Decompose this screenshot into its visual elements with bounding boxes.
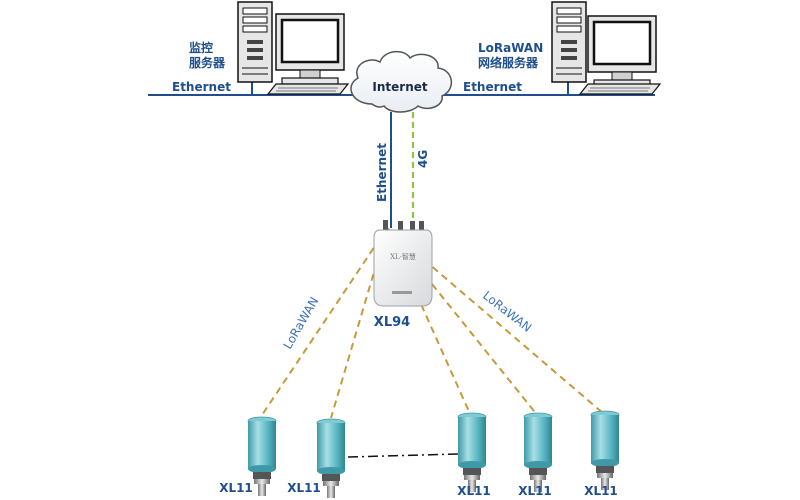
sensor-label: XL11 <box>457 484 491 498</box>
lorawan-server-label-line2: 网络服务器 <box>478 55 539 70</box>
monitoring-server-label-line1: 监控 <box>189 40 213 55</box>
ethernet-label-left: Ethernet <box>172 80 231 94</box>
lorawan-network-server-icon <box>551 1 661 95</box>
lorawan-label-left: LoRaWAN <box>280 295 321 352</box>
sensor-xl11-icon <box>523 412 553 492</box>
monitoring-server-icon <box>237 1 349 95</box>
sensor-label: XL11 <box>584 484 618 498</box>
monitoring-server-label-line2: 服务器 <box>189 55 226 70</box>
lorawan-server-label-line1: LoRaWAN <box>478 41 543 55</box>
sensor-label: XL11 <box>287 481 321 495</box>
sensor-label: XL11 <box>518 484 552 498</box>
sensor-xl11-icon <box>316 418 346 498</box>
sensor-xl11-icon <box>247 416 277 496</box>
sensor-continuation-line <box>347 453 459 458</box>
lorawan-links <box>261 227 605 419</box>
gateway-label: XL94 <box>374 315 410 330</box>
sensor-xl11-icon <box>457 412 487 492</box>
lorawan-label-right: LoRaWAN <box>480 288 534 335</box>
sensor-label: XL11 <box>219 481 253 495</box>
internet-cloud-icon <box>350 50 452 113</box>
gateway-device-text: XL·智慧 <box>390 252 416 261</box>
cellular-4g-label: 4G <box>416 150 430 168</box>
sensor-xl11-icon <box>590 410 620 490</box>
gateway-device-icon: XL·智慧 <box>373 220 433 307</box>
ethernet-label-right: Ethernet <box>463 80 522 94</box>
ethernet-label-vertical: Ethernet <box>375 143 389 202</box>
internet-label: Internet <box>372 80 427 94</box>
